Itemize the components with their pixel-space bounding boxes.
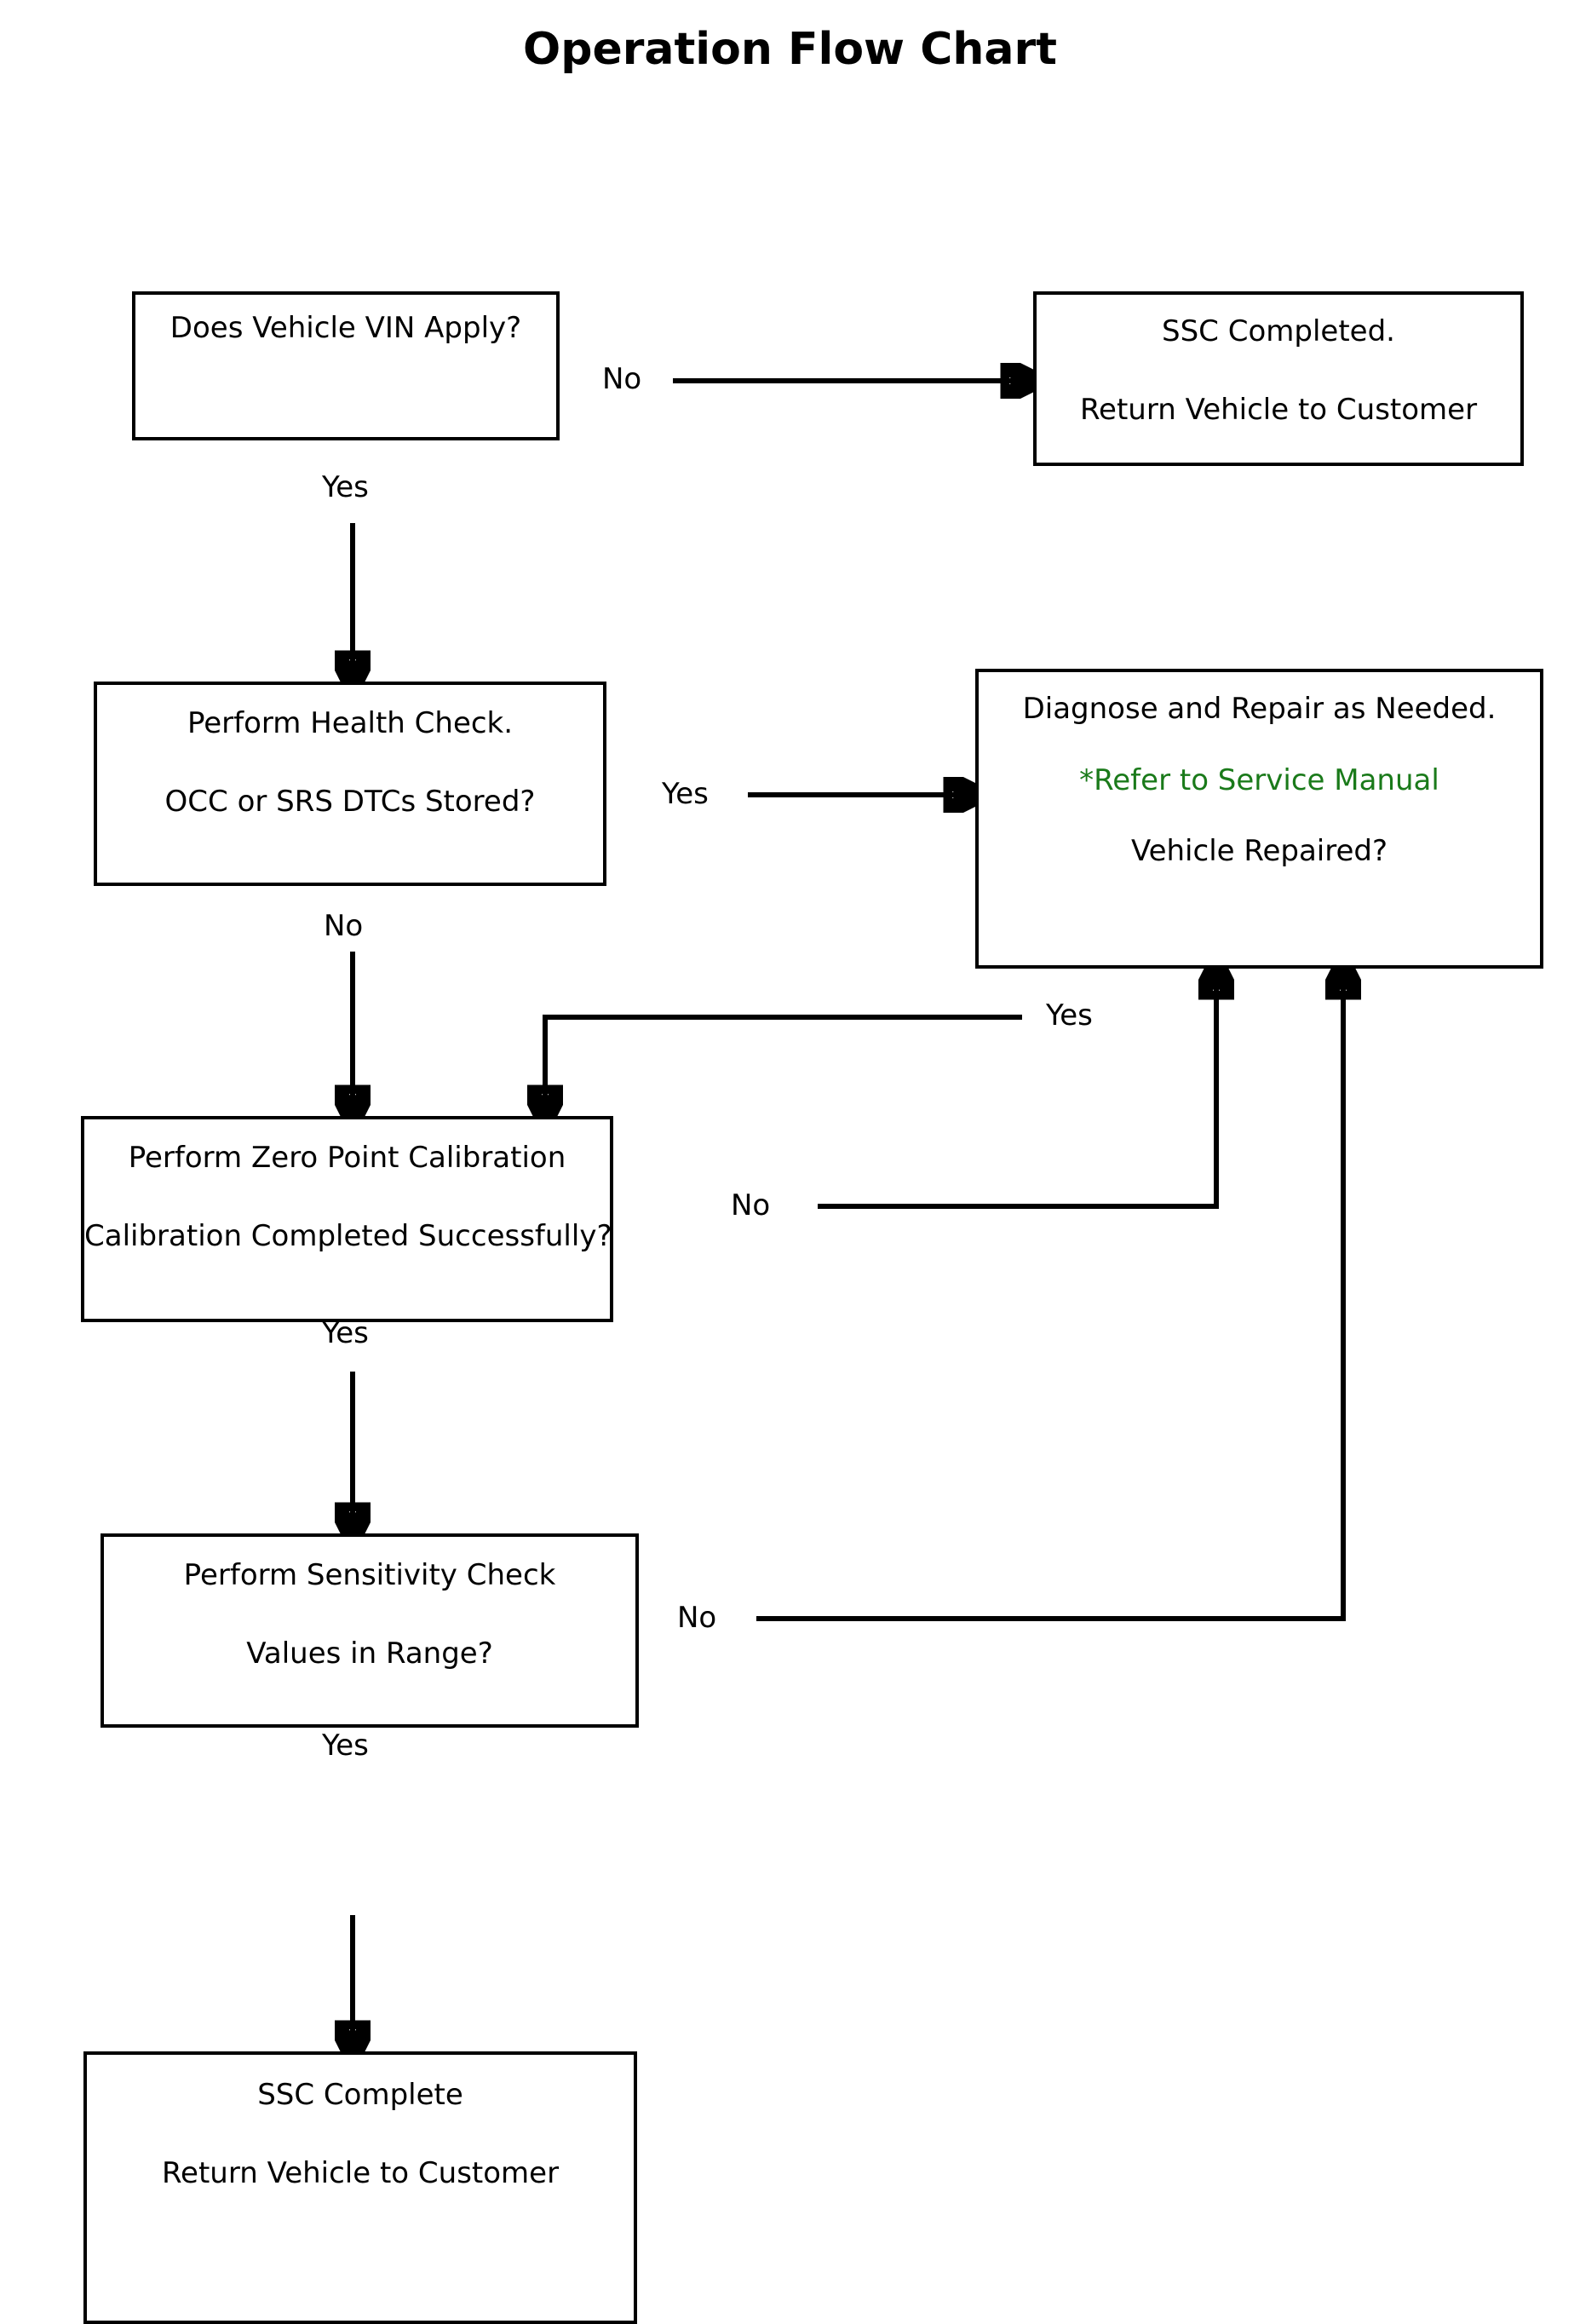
edge-calibration-no [818, 973, 1216, 1209]
node-line: Values in Range? [246, 1636, 493, 1671]
node-does-vehicle-vin-apply[interactable]: Does Vehicle VIN Apply? [132, 291, 560, 440]
node-diagnose-and-repair[interactable]: Diagnose and Repair as Needed. *Refer to… [975, 669, 1543, 969]
edge-label-diagnose-yes: Yes [1046, 998, 1093, 1033]
node-ssc-complete-return-vehicle[interactable]: SSC Complete Return Vehicle to Customer [83, 2051, 637, 2324]
edge-label-sensitivity-yes: Yes [322, 1729, 369, 1763]
edge-label-sensitivity-no: No [677, 1601, 717, 1635]
node-line: Perform Sensitivity Check [183, 1558, 556, 1592]
node-line: Diagnose and Repair as Needed. [1022, 692, 1497, 726]
node-line: Return Vehicle to Customer [161, 2155, 560, 2190]
node-line: SSC Completed. [1162, 314, 1395, 348]
node-ssc-completed-return-vehicle[interactable]: SSC Completed. Return Vehicle to Custome… [1033, 291, 1524, 466]
node-line-service-manual-note: *Refer to Service Manual [1079, 762, 1439, 797]
edge-diagnose-yes [545, 1015, 1022, 1112]
node-line: SSC Complete [257, 2078, 463, 2112]
node-line: OCC or SRS DTCs Stored? [164, 784, 536, 819]
node-perform-health-check[interactable]: Perform Health Check. OCC or SRS DTCs St… [94, 682, 606, 886]
edge-label-calibration-no: No [731, 1188, 771, 1222]
node-perform-zero-point-calibration[interactable]: Perform Zero Point Calibration Calibrati… [81, 1116, 613, 1322]
page-title: Operation Flow Chart [523, 24, 1057, 75]
node-line: Return Vehicle to Customer [1079, 392, 1478, 427]
edge-label-health-no: No [324, 909, 364, 943]
node-perform-sensitivity-check[interactable]: Perform Sensitivity Check Values in Rang… [101, 1533, 639, 1728]
node-line: Calibration Completed Successfully? [84, 1218, 612, 1253]
edge-label-vin-yes: Yes [322, 470, 369, 504]
node-line: Perform Zero Point Calibration [128, 1141, 566, 1175]
edge-label-health-yes: Yes [662, 777, 709, 811]
node-line: Vehicle Repaired? [1130, 834, 1388, 869]
edge-label-vin-no: No [602, 362, 642, 396]
edge-label-calibration-yes: Yes [322, 1316, 369, 1350]
edge-sensitivity-no [756, 973, 1343, 1621]
node-line: Does Vehicle VIN Apply? [169, 311, 522, 345]
node-line: Perform Health Check. [187, 706, 514, 740]
